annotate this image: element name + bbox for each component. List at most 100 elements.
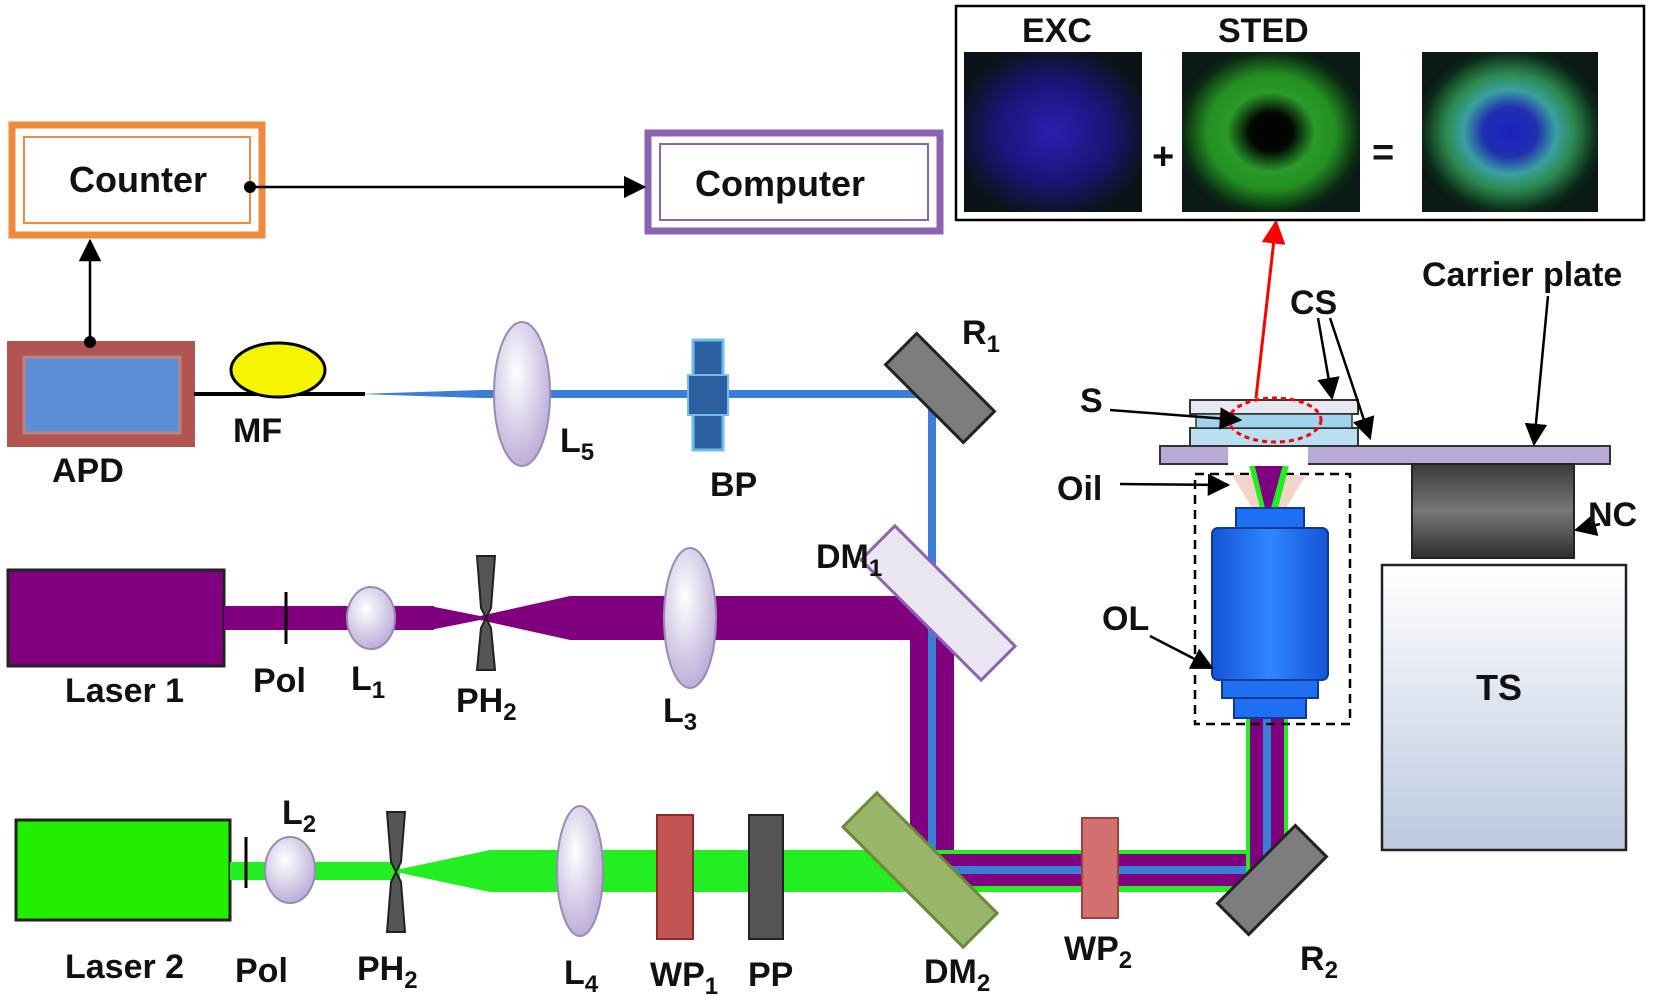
ph2-top-sub: 2 xyxy=(503,699,517,726)
laser1-beam-diverge xyxy=(480,596,570,640)
dm1-label: DM1 xyxy=(816,540,882,581)
dichroic-mirror-dm2 xyxy=(840,790,1000,950)
pinhole-ph2-bottom xyxy=(385,811,407,933)
mf-label: MF xyxy=(233,412,283,450)
plus-sign: + xyxy=(1152,136,1175,178)
counter-junction-dot xyxy=(244,181,256,193)
l4-sub: 4 xyxy=(584,971,599,998)
mirror-r1 xyxy=(883,331,997,445)
counter-label: Counter xyxy=(69,159,207,200)
wp1-sub: 1 xyxy=(704,973,719,1000)
laser-2 xyxy=(14,818,232,922)
l5-base: L xyxy=(560,422,581,460)
objective-lens-ol xyxy=(1211,450,1329,719)
l2-base: L xyxy=(282,794,303,832)
nc-pointer xyxy=(1573,514,1601,537)
combined-beam-up-blue xyxy=(1263,718,1271,886)
cs-pointer-2 xyxy=(1328,317,1375,441)
l3-base: L xyxy=(663,692,684,730)
laser1-label: Laser 1 xyxy=(65,672,185,710)
mirror-r2 xyxy=(1215,823,1329,937)
phase-plate-pp xyxy=(748,814,784,940)
lens-l5 xyxy=(493,321,551,467)
lens-l3 xyxy=(663,547,717,689)
l2-label: L2 xyxy=(282,796,316,837)
translation-stage-ts xyxy=(1380,563,1628,852)
pinhole-ph2-top xyxy=(475,555,497,671)
waveplate-wp1 xyxy=(656,814,694,940)
cs-pointer-1 xyxy=(1316,317,1340,401)
ph2-bottom-label: PH2 xyxy=(357,952,418,993)
combined-psf-image xyxy=(1422,52,1598,212)
wp1-label: WP1 xyxy=(650,958,718,999)
apd-label: APD xyxy=(52,452,124,490)
sted-label: STED xyxy=(1218,12,1309,50)
apd-box xyxy=(7,341,195,447)
pol1-label: Pol xyxy=(253,662,306,700)
dm2-sub: 2 xyxy=(976,970,991,997)
s-label: S xyxy=(1080,382,1103,420)
l1-base: L xyxy=(351,660,372,698)
ph2-top-label: PH2 xyxy=(456,684,517,725)
r1-sub: 1 xyxy=(986,331,1000,358)
lens-l1 xyxy=(346,586,396,650)
nc-label: NC xyxy=(1588,496,1638,534)
wp1-base: WP xyxy=(650,956,705,994)
l3-label: L3 xyxy=(663,694,697,735)
r1-label: R1 xyxy=(962,316,1000,357)
lens-l4 xyxy=(556,805,604,937)
computer-label: Computer xyxy=(695,163,865,204)
combined-beam-vertical-blue xyxy=(928,600,936,868)
laser1-beam-section1 xyxy=(224,606,434,630)
wp2-base: WP xyxy=(1064,930,1119,968)
r2-base: R xyxy=(1300,940,1325,978)
wp2-label: WP2 xyxy=(1064,932,1132,973)
mf-fiber-coil xyxy=(229,341,327,399)
r2-sub: 2 xyxy=(1324,957,1338,984)
ol-pointer xyxy=(1149,634,1214,670)
carrier-plate-pointer xyxy=(1524,295,1550,447)
wp2-sub: 2 xyxy=(1118,947,1133,974)
l4-label: L4 xyxy=(564,956,598,997)
r1-base: R xyxy=(962,314,987,352)
l2-sub: 2 xyxy=(302,811,317,838)
l3-sub: 3 xyxy=(683,709,698,736)
l1-label: L1 xyxy=(351,662,385,703)
dichroic-mirror-dm1 xyxy=(858,523,1018,683)
laser1-beam-converge xyxy=(430,606,480,630)
laser2-label: Laser 2 xyxy=(65,948,185,986)
exc-psf-image xyxy=(964,52,1142,212)
dm2-label: DM2 xyxy=(924,955,990,996)
exc-label: EXC xyxy=(1022,12,1092,50)
sted-psf-image xyxy=(1182,52,1360,212)
laser1-beam-section2 xyxy=(570,596,910,640)
dm2-base: DM xyxy=(924,953,977,991)
oil-label: Oil xyxy=(1057,470,1103,508)
r2-label: R2 xyxy=(1300,942,1338,983)
ts-label: TS xyxy=(1476,667,1523,708)
detection-beam-taper xyxy=(360,390,480,398)
nanopositioner-nc xyxy=(1411,463,1575,559)
l1-sub: 1 xyxy=(371,677,386,704)
l5-label: L5 xyxy=(560,424,594,465)
dm1-base: DM xyxy=(816,538,869,576)
laser-1 xyxy=(6,568,226,668)
equals-sign: = xyxy=(1372,132,1395,174)
dm1-sub: 1 xyxy=(868,555,883,582)
sample-stage xyxy=(1159,396,1611,466)
apd-junction-dot xyxy=(84,336,96,348)
signal-arrow xyxy=(1254,219,1286,399)
laser2-beam-taper-in xyxy=(330,862,394,880)
ph2-top-base: PH xyxy=(456,682,504,720)
bp-label: BP xyxy=(710,466,758,504)
cs-label: CS xyxy=(1290,284,1338,322)
l4-base: L xyxy=(564,954,585,992)
ph2-bottom-base: PH xyxy=(357,950,405,988)
ol-label: OL xyxy=(1102,600,1150,638)
bandpass-filter xyxy=(687,338,729,452)
laser2-beam-section2 xyxy=(490,850,910,892)
oil-pointer xyxy=(1119,473,1231,497)
computer-box xyxy=(644,129,944,235)
